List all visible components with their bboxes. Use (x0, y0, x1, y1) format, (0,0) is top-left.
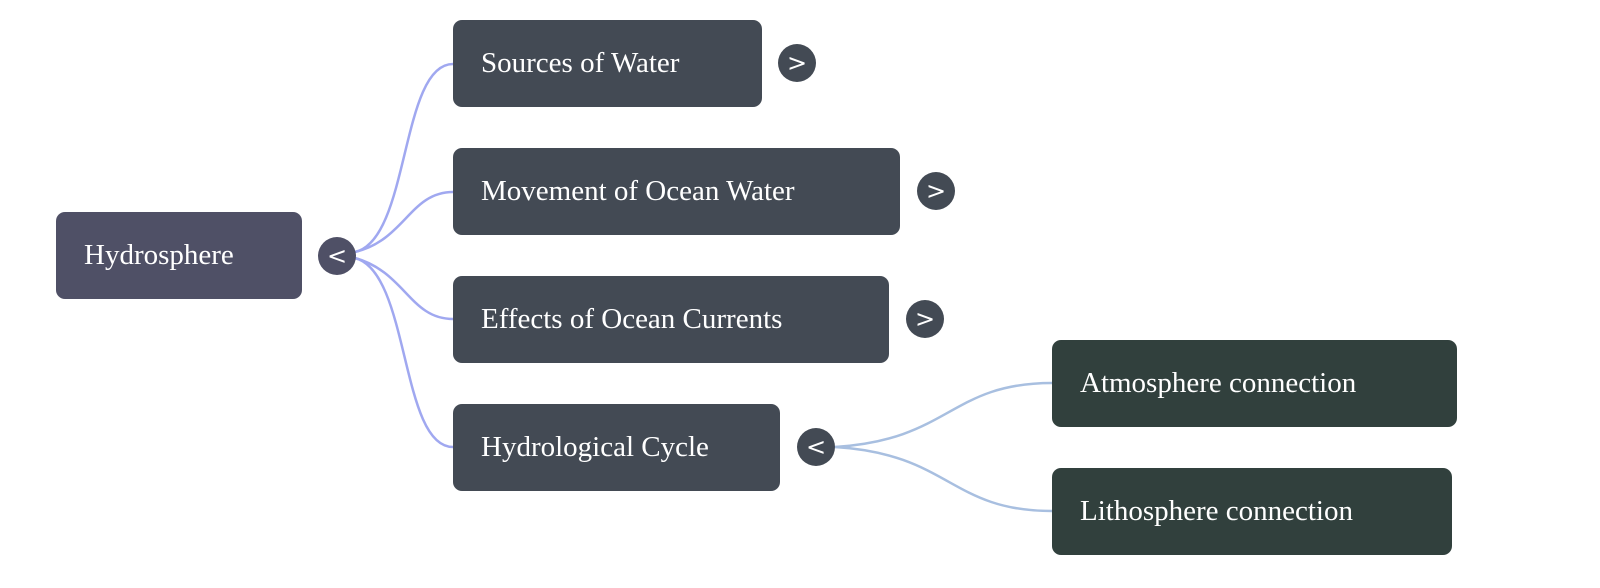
node-label: Atmosphere connection (1080, 367, 1357, 399)
node-atmosphere-connection[interactable]: Atmosphere connection (1052, 340, 1457, 427)
node-lithosphere-connection[interactable]: Lithosphere connection (1052, 468, 1452, 555)
node-label: Effects of Ocean Currents (481, 303, 783, 335)
edge-root-effects (354, 256, 454, 321)
collapse-toggle-hydrological[interactable]: < (797, 428, 835, 466)
node-movement-of-ocean-water[interactable]: Movement of Ocean Water (453, 148, 900, 235)
collapse-toggle-hydrosphere[interactable]: < (318, 237, 356, 275)
edge-hydro-atmosphere (834, 381, 1053, 449)
edge-root-movement (354, 190, 454, 254)
edge-hydro-lithosphere (834, 445, 1053, 513)
node-label: Hydrological Cycle (481, 431, 709, 463)
node-hydrological-cycle[interactable]: Hydrological Cycle (453, 404, 780, 491)
edge-root-hydrological (354, 256, 454, 449)
node-label: Movement of Ocean Water (481, 175, 795, 207)
edge-root-sources (354, 62, 454, 254)
node-effects-of-ocean-currents[interactable]: Effects of Ocean Currents (453, 276, 889, 363)
expand-toggle-sources[interactable]: > (778, 44, 816, 82)
node-label: Lithosphere connection (1080, 495, 1353, 527)
node-label: Sources of Water (481, 47, 680, 79)
node-hydrosphere[interactable]: Hydrosphere (56, 212, 302, 299)
expand-toggle-movement[interactable]: > (917, 172, 955, 210)
expand-toggle-effects[interactable]: > (906, 300, 944, 338)
node-sources-of-water[interactable]: Sources of Water (453, 20, 762, 107)
node-label: Hydrosphere (84, 239, 234, 271)
